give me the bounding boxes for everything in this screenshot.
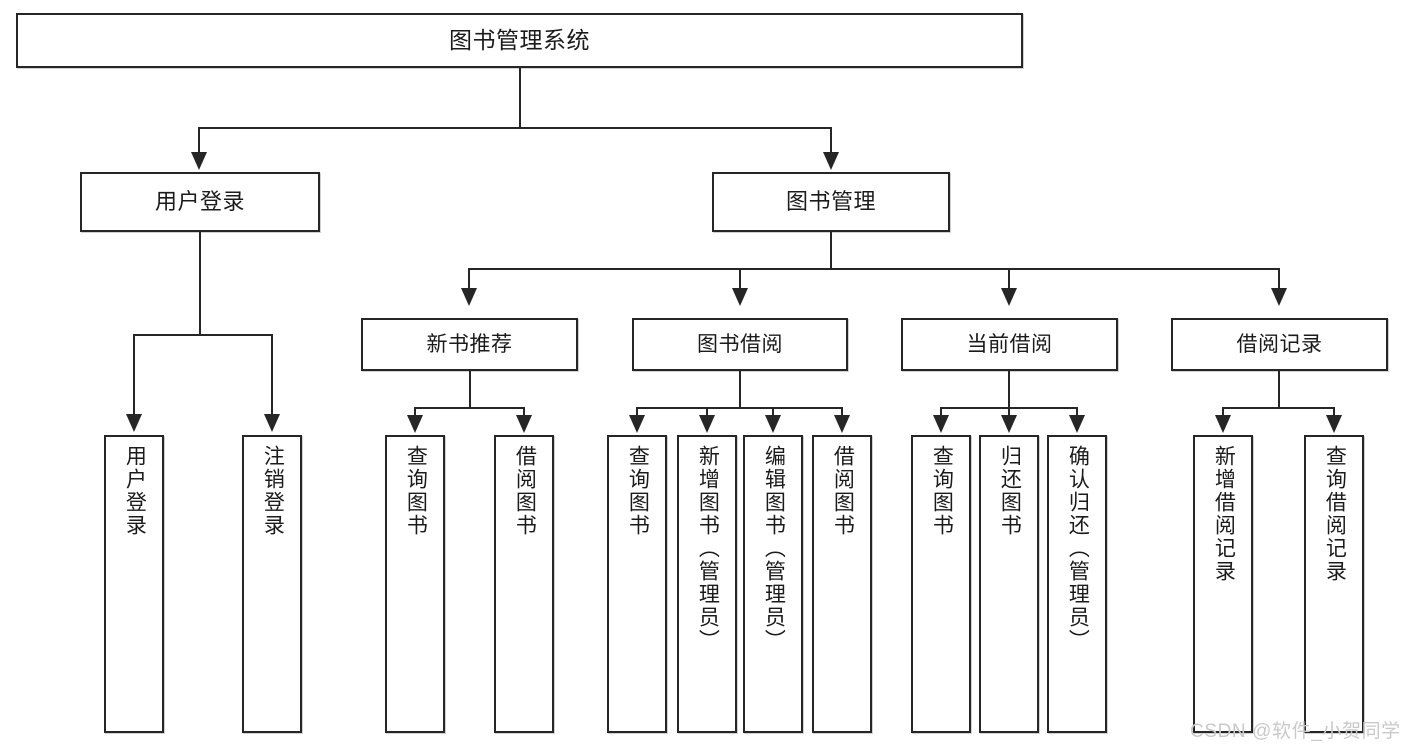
node-book-borrow[interactable]: 图书借阅 [632,318,848,371]
leaf-add-borrow-record[interactable]: 新增借阅记录 [1193,435,1253,733]
connector-to-leaf-add-borrow-record [1222,407,1224,417]
leaf-user-login[interactable]: 用户登录 [104,435,164,733]
leaf-borrow-book-2[interactable]: 借阅图书 [812,435,872,733]
leaf-add-book[interactable]: 新增图书（管理员） [677,435,737,733]
leaf-edit-book[interactable]: 编辑图书（管理员） [743,435,803,733]
node-label: 借阅图书 [831,445,855,537]
arrowhead-to-leaf-confirm-return [1069,415,1085,433]
connector-user-login-stem [199,232,201,335]
node-book-management[interactable]: 图书管理 [712,172,950,232]
leaf-query-book-3[interactable]: 查询图书 [911,435,971,733]
connector-to-leaf-query-borrow-record [1333,407,1335,417]
node-label: 归还图书 [998,445,1022,537]
node-label: 注销登录 [261,445,285,537]
node-label: 新增借阅记录 [1212,445,1236,583]
arrowhead-to-leaf-add-borrow-record [1215,415,1231,433]
connector-to-current-borrow [1008,268,1010,290]
arrowhead-to-leaf-edit-book [765,415,781,433]
connector-to-book-borrow [739,268,741,290]
node-label: 用户登录 [123,445,147,537]
node-label: 图书管理系统 [449,26,590,53]
connector-to-leaf-add-book [706,407,708,417]
connector-to-borrow-record [1278,268,1280,290]
node-label: 用户登录 [154,188,245,214]
csdn-watermark: CSDN @软件_小贺同学 [1190,721,1401,742]
node-label: 查询图书 [930,445,954,537]
arrowhead-to-new-book-recommend [461,288,477,306]
connector-new-book-recommend-bus [414,407,525,409]
arrowhead-to-leaf-add-book [699,415,715,433]
node-label: 确认归还（管理员） [1066,445,1090,652]
leaf-return-book[interactable]: 归还图书 [979,435,1039,733]
connector-to-leaf-logout-login [271,334,273,416]
connector-book-management-bus [468,268,1280,270]
node-borrow-record[interactable]: 借阅记录 [1171,318,1388,371]
connector-book-borrow-stem [739,371,741,408]
node-label: 借阅图书 [513,445,537,537]
node-label: 编辑图书（管理员） [762,445,786,652]
node-user-login[interactable]: 用户登录 [80,172,320,232]
leaf-query-book-1[interactable]: 查询图书 [385,435,445,733]
connector-current-borrow-stem [1008,371,1010,408]
node-label: 查询图书 [626,445,650,537]
arrowhead-to-current-borrow [1001,288,1017,306]
node-label: 图书借阅 [697,332,783,356]
node-root-book-management-system[interactable]: 图书管理系统 [16,13,1023,68]
node-label: 图书管理 [785,188,876,214]
connector-to-leaf-user-login [133,334,135,416]
arrowhead-root-to-book-management [823,152,839,170]
arrowhead-to-leaf-borrow-book-1 [516,415,532,433]
connector-book-borrow-bus [636,407,843,409]
leaf-borrow-book-1[interactable]: 借阅图书 [494,435,554,733]
arrowhead-to-leaf-query-book-1 [407,415,423,433]
node-label: 查询借阅记录 [1323,445,1347,583]
arrowhead-root-to-user-login [191,152,207,170]
connector-to-leaf-query-book-2 [636,407,638,417]
connector-to-leaf-query-book-3 [940,407,942,417]
connector-to-leaf-query-book-1 [414,407,416,417]
leaf-query-borrow-record[interactable]: 查询借阅记录 [1304,435,1364,733]
node-new-book-recommend[interactable]: 新书推荐 [361,318,578,371]
arrowhead-to-leaf-query-borrow-record [1326,415,1342,433]
connector-root-to-user-login [198,127,200,155]
leaf-confirm-return[interactable]: 确认归还（管理员） [1047,435,1107,733]
arrowhead-to-leaf-query-book-2 [629,415,645,433]
connector-root-bus [198,127,832,129]
connector-to-leaf-edit-book [772,407,774,417]
arrowhead-to-leaf-borrow-book-2 [834,415,850,433]
connector-to-leaf-confirm-return [1076,407,1078,417]
node-label: 借阅记录 [1236,332,1323,356]
arrowhead-to-borrow-record [1271,288,1287,306]
connector-user-login-bus [133,334,273,336]
connector-root-to-book-management [830,127,832,155]
connector-to-leaf-return-book [1008,407,1010,417]
connector-to-leaf-borrow-book-1 [523,407,525,417]
arrowhead-to-leaf-logout-login [264,414,280,432]
connector-new-book-recommend-stem [469,371,471,408]
arrowhead-to-leaf-query-book-3 [933,415,949,433]
connector-to-leaf-borrow-book-2 [841,407,843,417]
node-label: 新书推荐 [426,332,513,356]
arrowhead-to-leaf-user-login [126,414,142,432]
connector-to-new-book-recommend [468,268,470,290]
leaf-logout-login[interactable]: 注销登录 [242,435,302,733]
arrowhead-to-book-borrow [732,288,748,306]
connector-borrow-record-stem [1278,371,1280,408]
node-current-borrow[interactable]: 当前借阅 [901,318,1118,371]
arrowhead-to-leaf-return-book [1001,415,1017,433]
connector-borrow-record-bus [1222,407,1335,409]
connector-book-management-stem [830,232,832,269]
node-label: 查询图书 [404,445,428,537]
connector-root-stem [519,68,521,128]
node-label: 新增图书（管理员） [696,445,720,652]
node-label: 当前借阅 [966,332,1053,356]
leaf-query-book-2[interactable]: 查询图书 [607,435,667,733]
